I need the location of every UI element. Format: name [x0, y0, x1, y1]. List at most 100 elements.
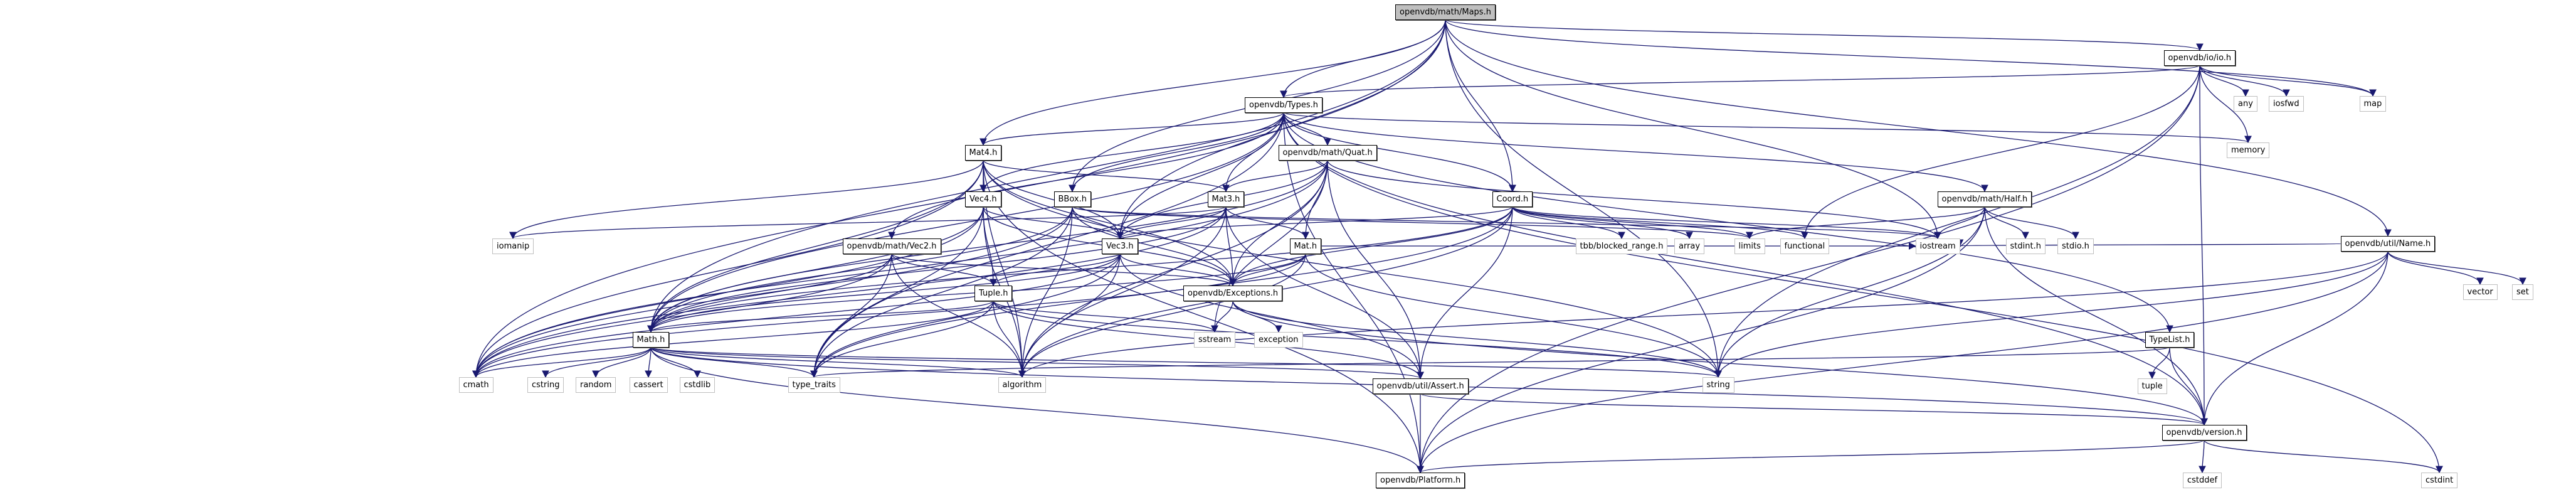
node-mat[interactable]: Mat.h	[1289, 238, 1322, 254]
node-any: any	[2234, 96, 2257, 112]
edge-coord-to-assert	[1417, 206, 1513, 380]
edge-bbox-to-math	[647, 206, 1073, 333]
node-cstdint: cstdint	[2421, 473, 2458, 488]
edge-types-to-vec4	[979, 112, 1284, 193]
edge-math-to-cassert	[645, 346, 652, 378]
edge-mat4-to-math	[647, 159, 984, 333]
node-quat[interactable]: openvdb/math/Quat.h	[1278, 145, 1377, 161]
edge-maps-to-string	[1445, 19, 1722, 378]
node-typelist[interactable]: TypeList.h	[2145, 332, 2195, 348]
node-math[interactable]: Math.h	[632, 332, 670, 348]
edge-coord-to-functional	[1512, 206, 1808, 240]
node-coord[interactable]: Coord.h	[1492, 191, 1533, 207]
edge-math-to-assert	[650, 346, 1424, 380]
node-tuple[interactable]: Tuple.h	[974, 286, 1013, 301]
edge-io-to-map	[2199, 65, 2377, 97]
node-tuple-std: tuple	[2137, 378, 2167, 394]
node-random: random	[576, 377, 616, 393]
edge-half-to-stdio	[1984, 206, 2079, 240]
edge-mat4-to-cmath	[472, 159, 984, 378]
edge-bbox-to-cmath	[472, 206, 1073, 378]
edge-types-to-memory	[1283, 112, 2252, 144]
edge-vec3-to-tuple	[990, 253, 1121, 287]
edge-maps-to-math	[647, 19, 1446, 333]
node-iostream: iostream	[1915, 238, 1960, 254]
edge-name-to-set	[2387, 250, 2526, 286]
edge-mat4-to-platform	[983, 159, 1424, 474]
node-assert[interactable]: openvdb/util/Assert.h	[1372, 378, 1469, 394]
edge-io-to-string	[1714, 65, 2200, 378]
node-vec3[interactable]: Vec3.h	[1102, 238, 1138, 254]
node-version[interactable]: openvdb/version.h	[2162, 425, 2247, 441]
edge-io-to-platform	[1417, 65, 2200, 474]
edge-typelist-to-tuple_std	[2148, 346, 2170, 380]
node-platform[interactable]: openvdb/Platform.h	[1376, 473, 1465, 488]
edge-vec2-to-math	[647, 253, 892, 333]
node-cstddef: cstddef	[2183, 473, 2222, 488]
node-string: string	[1702, 377, 1734, 393]
edge-types-to-bbox	[1069, 112, 1284, 193]
node-maps[interactable]: openvdb/math/Maps.h	[1395, 4, 1496, 20]
edge-vec3-to-exceptions	[1119, 253, 1237, 287]
node-exceptions[interactable]: openvdb/Exceptions.h	[1183, 286, 1283, 301]
edge-mat4-to-string	[983, 159, 1722, 378]
node-mat4[interactable]: Mat4.h	[964, 145, 1002, 161]
edge-name-to-version	[2200, 250, 2389, 426]
edge-io-to-any	[2199, 65, 2249, 97]
edge-vec4-to-vec3	[983, 206, 1124, 240]
edge-io-to-functional	[1801, 65, 2200, 240]
node-type-traits: type_traits	[788, 377, 840, 393]
edge-math-to-string	[650, 346, 1722, 378]
edge-io-to-memory	[2199, 65, 2252, 144]
node-set: set	[2512, 284, 2533, 300]
node-types[interactable]: openvdb/Types.h	[1245, 97, 1323, 113]
edge-tuple-to-algorithm	[993, 300, 1026, 378]
edge-mat4-to-mat3	[983, 159, 1230, 193]
edge-types-to-platform	[1283, 112, 1424, 474]
edge-coord-to-array	[1512, 206, 1693, 240]
edge-bbox-to-limits	[1072, 206, 1753, 240]
node-sstream: sstream	[1194, 332, 1236, 348]
edge-maps-to-name	[1445, 19, 2392, 237]
node-half[interactable]: openvdb/math/Half.h	[1937, 191, 2032, 207]
node-mat3[interactable]: Mat3.h	[1207, 191, 1245, 207]
edge-vec3-to-type_traits	[810, 253, 1121, 378]
edge-bbox-to-iostream	[1072, 206, 1941, 240]
node-limits: limits	[1734, 238, 1765, 254]
edge-mat3-to-mat	[1225, 206, 1309, 240]
edge-exceptions-to-string	[1232, 300, 1722, 378]
node-map: map	[2359, 96, 2387, 112]
edge-maps-to-io	[1445, 19, 2204, 51]
edge-mat3-to-vec3	[1116, 206, 1227, 240]
node-stdio: stdio.h	[2057, 238, 2094, 254]
edge-name-to-string	[1714, 250, 2389, 378]
edge-name-to-iostream	[1958, 238, 2341, 247]
node-iosfwd: iosfwd	[2269, 96, 2304, 112]
node-vec4[interactable]: Vec4.h	[965, 191, 1001, 207]
edge-coord-to-iostream	[1512, 206, 1941, 240]
edge-half-to-limits	[1746, 206, 1985, 240]
node-vector: vector	[2463, 284, 2498, 300]
node-algorithm: algorithm	[998, 377, 1047, 393]
edge-bbox-to-exceptions	[1072, 206, 1237, 287]
node-io[interactable]: openvdb/io/io.h	[2163, 50, 2236, 66]
edge-bbox-to-type_traits	[810, 206, 1073, 378]
node-exception: exception	[1254, 332, 1303, 348]
edge-vec3-to-math	[647, 253, 1121, 333]
edge-vec3-to-cmath	[472, 253, 1121, 378]
edge-exceptions-to-version	[1232, 300, 2208, 426]
node-stdint: stdint.h	[2005, 238, 2045, 254]
edge-mat4-to-vec3	[983, 159, 1124, 240]
node-vec2[interactable]: openvdb/math/Vec2.h	[842, 238, 941, 254]
edge-vec2-to-algorithm	[891, 253, 1026, 378]
node-cassert: cassert	[629, 377, 668, 393]
node-iomanip: iomanip	[492, 238, 534, 254]
edge-exceptions-to-sstream	[1211, 300, 1233, 333]
edge-version-to-platform	[1417, 439, 2205, 474]
edge-types-to-vec2	[888, 112, 1284, 240]
edge-quat-to-mat3	[1222, 159, 1328, 193]
edge-name-to-algorithm	[1018, 250, 2389, 378]
node-name[interactable]: openvdb/util/Name.h	[2340, 236, 2436, 252]
node-bbox[interactable]: BBox.h	[1053, 191, 1091, 207]
edge-types-to-half	[1283, 112, 1988, 193]
